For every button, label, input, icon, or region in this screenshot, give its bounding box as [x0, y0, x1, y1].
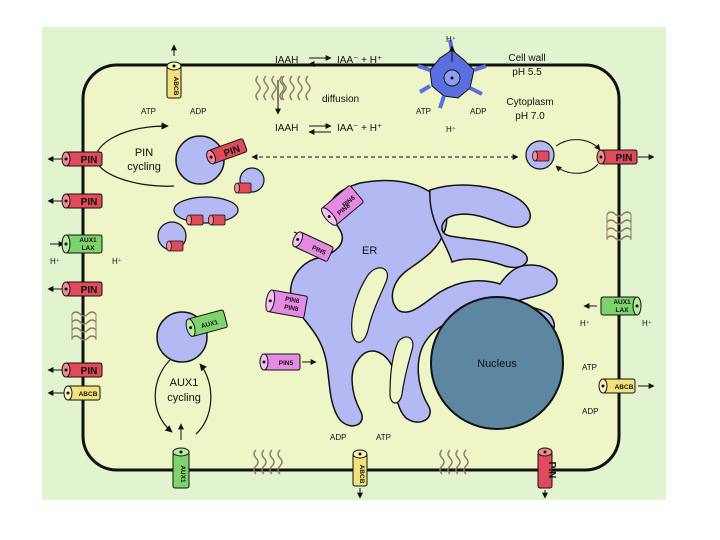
aux1-cycling-aux1-label: AUX1	[200, 319, 219, 330]
cell-wall-label: Cell wall	[508, 53, 545, 64]
adp-pump-label: ADP	[470, 107, 486, 116]
eq-bottom-left-label: IAAH	[275, 123, 298, 134]
eq-top-right-label: IAA⁻ + H⁺	[337, 55, 382, 66]
h-plus-top-label: H⁺	[446, 35, 456, 44]
pin-left-2-label: PIN	[81, 197, 98, 208]
cytoplasm-ph-label: pH 7.0	[515, 111, 545, 122]
aux1-bottom-label: AUX1	[179, 465, 186, 483]
eq-top-left-label: IAAH	[275, 55, 298, 66]
er-lumen-1	[351, 267, 388, 343]
pin-cycling-label-1: PIN	[135, 147, 153, 159]
aux1-left-label: AUX1	[79, 237, 97, 244]
pin-cycling-group: PIN PIN cycling	[95, 122, 265, 252]
h-plus-left-out-label: H⁺	[50, 257, 60, 266]
h-plus-bottom-label: H⁺	[446, 125, 456, 134]
h-plus-right-in-label: H⁺	[580, 319, 590, 328]
right-membrane-transporters: AUX1 LAX H⁺ H⁺ ATP ABCB ADP	[580, 211, 655, 416]
abcb-left-label: ABCB	[79, 391, 98, 398]
equilibrium-top: IAAH IAA⁻ + H⁺	[275, 55, 382, 67]
abcb-right-label: ABCB	[615, 384, 634, 391]
aux1-right-label: AUX1	[613, 299, 631, 306]
bottom-membrane-transporters: AUX1 ADP ATP ABCB PIN	[172, 423, 557, 499]
atp-bottom-label: ATP	[376, 433, 391, 442]
adp-top-label: ADP	[190, 107, 206, 116]
pin-left-1-label: PIN	[81, 155, 98, 166]
adp-right-label: ADP	[582, 407, 598, 416]
er-label: ER	[362, 245, 377, 257]
abcb-top: ABCB ATP ADP	[141, 44, 206, 116]
aux1-cycling-group: AUX1 AUX1 cycling	[154, 309, 229, 435]
h-plus-left-in-label: H⁺	[112, 257, 122, 266]
atp-pump-label: ATP	[416, 107, 431, 116]
aux1-cycling-label-1: AUX1	[170, 377, 199, 389]
abcb-top-label: ABCB	[172, 77, 179, 96]
adp-bottom-label: ADP	[330, 433, 346, 442]
lax-left-label: LAX	[82, 245, 96, 252]
pin-left-4-label: PIN	[81, 366, 98, 377]
atp-top-label: ATP	[141, 107, 156, 116]
pin-right-membrane: PIN	[596, 149, 655, 165]
eq-bottom-right-label: IAA⁻ + H⁺	[337, 123, 382, 134]
diffusion-label: diffusion	[322, 94, 359, 105]
pin8-er-mid-label: PIN8	[284, 304, 300, 313]
nucleus	[430, 296, 564, 430]
pin5-er-bottom-label: PIN5	[279, 360, 294, 367]
cell-wall-ph-label: pH 5.5	[512, 67, 542, 78]
left-membrane-transporters: PIN PIN AUX1 LAX H⁺ H⁺ PIN PIN ABCB	[47, 151, 122, 401]
pin-cycling-label-2: cycling	[127, 161, 161, 173]
h-plus-right-out-label: H⁺	[642, 319, 652, 328]
equilibrium-bottom: IAAH IAA⁻ + H⁺	[275, 123, 382, 135]
lax-right-label: LAX	[616, 307, 630, 314]
atp-right-label: ATP	[582, 363, 597, 372]
cytoplasm-label: Cytoplasm	[506, 97, 553, 108]
er-pin-transporters: PIN6 PIN8 PIN5 PIN6 PIN8 PIN5	[259, 184, 365, 371]
aux1-cycling-label-2: cycling	[167, 392, 201, 404]
pin-bottom-label: PIN	[546, 462, 557, 479]
er-lumen-2	[389, 336, 414, 404]
pin-right-label: PIN	[616, 153, 633, 164]
er-network-right	[429, 184, 531, 269]
h-atpase-pump	[417, 39, 487, 109]
pin-left-3-label: PIN	[81, 285, 98, 296]
abcb-bottom-label: ABCB	[358, 465, 365, 484]
nucleus-label: Nucleus	[477, 358, 517, 370]
pin-cycling-pin-label: PIN	[222, 144, 241, 160]
pin-right-vesicle	[525, 139, 601, 174]
pin6-er-mid-label: PIN6	[285, 296, 301, 305]
